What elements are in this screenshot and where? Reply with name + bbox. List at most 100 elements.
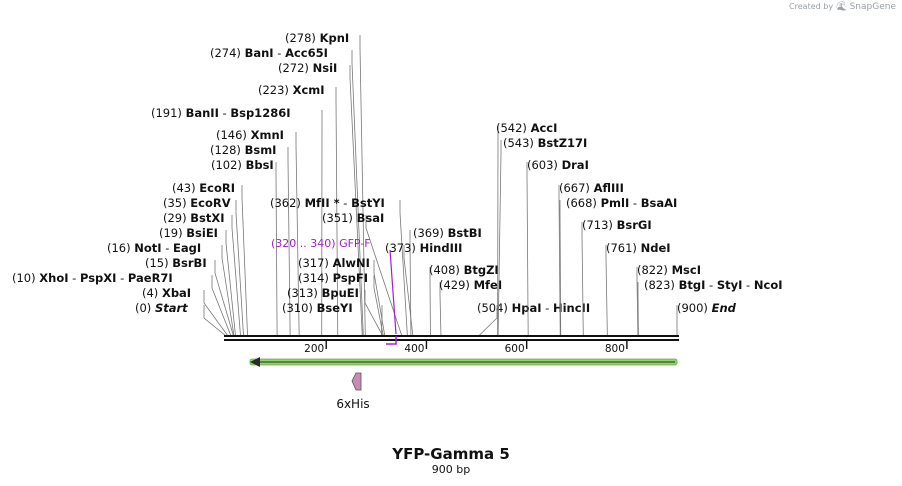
site-name-alt: BstYI [351, 196, 385, 210]
primer-label: (320 .. 340) GFP-F [271, 237, 371, 250]
site-position: (35) [163, 196, 190, 210]
site-name: BsaI [357, 211, 385, 225]
site-label: (223) XcmI [258, 83, 325, 97]
site-position: (313) [287, 286, 322, 300]
site-label: (369) BstBI [413, 226, 482, 240]
site-leader-line [359, 35, 366, 337]
site-position: (373) [385, 241, 420, 255]
site-name: HindIII [420, 241, 463, 255]
ruler-tick-label: 200 [304, 343, 324, 355]
site-label: (19) BsiEI [159, 226, 218, 240]
site-position: (146) [216, 128, 251, 142]
site-position: (16) [107, 241, 134, 255]
site-separator: - [340, 196, 351, 210]
site-name: AlwNI [333, 256, 370, 270]
site-leader-line [559, 200, 562, 337]
site-name: XmnI [251, 128, 284, 142]
site-leader-line [399, 200, 408, 337]
map-title: YFP-Gamma 5 [392, 445, 510, 463]
site-label: (29) BstXI [163, 211, 225, 225]
site-position: (317) [298, 256, 333, 270]
site-separator: - [219, 106, 230, 120]
site-position: (668) [566, 196, 601, 210]
site-leader-line [403, 245, 414, 337]
primer-arrow [386, 336, 397, 345]
site-position: (274) [210, 46, 245, 60]
site-name: MfeI [474, 278, 503, 292]
ruler-tick-label: 400 [404, 343, 424, 355]
credit-brand: SnapGene [849, 2, 896, 12]
site-position: (102) [211, 158, 246, 172]
site-position: (15) [145, 256, 172, 270]
site-position: (542) [496, 121, 531, 135]
site-label: (102) BbsI [211, 158, 274, 172]
site-separator: - [629, 196, 640, 210]
site-position: (369) [413, 226, 448, 240]
site-name: BtgZI [464, 263, 499, 277]
site-name: BsrGI [617, 218, 652, 232]
site-leader-line [351, 50, 364, 337]
site-name: NdeI [641, 241, 671, 255]
site-leader-line [364, 290, 384, 337]
site-label: (351) BsaI [322, 211, 384, 225]
site-leader-line [373, 275, 384, 337]
site-position: (314) [298, 271, 333, 285]
site-name: AccI [531, 121, 558, 135]
site-leader-line [275, 162, 278, 337]
site-position: (504) [477, 301, 512, 315]
map-title-block: YFP-Gamma 5 900 bp [0, 445, 902, 477]
site-position: (223) [258, 83, 293, 97]
site-name-alt: PaeR7I [128, 271, 173, 285]
snapgene-logo-icon: 🌊︎ [835, 2, 848, 12]
site-position: (43) [172, 181, 199, 195]
site-label: (15) BsrBI [145, 256, 207, 270]
site-leader-line [497, 140, 502, 337]
site-label: (310) BseYI [282, 301, 353, 315]
credit-prefix: Created by [789, 2, 834, 11]
site-name: PspFI [333, 271, 368, 285]
site-label: (16) NotI - EagI [107, 241, 201, 255]
site-label: (313) BpuEI [287, 286, 359, 300]
site-name: XhoI [39, 271, 68, 285]
site-separator: - [705, 278, 716, 292]
site-name: BbsI [246, 158, 274, 172]
site-leader-line [211, 275, 232, 337]
site-leader-line [439, 282, 442, 337]
site-name: Start [155, 301, 188, 315]
site-position: (310) [282, 301, 317, 315]
site-leader-line [287, 147, 291, 337]
site-name: BsiEI [186, 226, 218, 240]
site-name: XbaI [162, 286, 191, 300]
site-position: (362) [270, 196, 305, 210]
site-name-alt: Bsp1286I [230, 106, 290, 120]
site-label: (408) BtgZI [429, 263, 499, 277]
orf-arrowhead [250, 357, 260, 367]
site-leader-line [241, 185, 248, 337]
site-separator: - [162, 241, 173, 255]
site-position: (128) [210, 143, 245, 157]
site-leader-line [349, 65, 363, 337]
ruler-tick-label: 600 [505, 343, 525, 355]
ruler-tick-label: 800 [605, 343, 625, 355]
site-name: BstBI [448, 226, 482, 240]
site-name: BsmI [245, 143, 277, 157]
site-label: (429) MfeI [439, 278, 502, 292]
site-label: (823) BtgI - StyI - NcoI [644, 278, 783, 292]
site-name: HpaI [512, 301, 542, 315]
site-separator: - [274, 46, 285, 60]
site-label: (146) XmnI [216, 128, 284, 142]
site-position: (823) [644, 278, 679, 292]
site-label: (274) BanI - Acc65I [210, 46, 328, 60]
site-separator: - [116, 271, 127, 285]
site-label: (667) AflIII [559, 181, 624, 195]
feature-6xhis-shape [351, 372, 362, 391]
site-name: PmlI [601, 196, 630, 210]
site-label: (543) BstZ17I [503, 136, 587, 150]
site-position: (29) [163, 211, 190, 225]
site-label: (278) KpnI [285, 31, 349, 45]
site-name: NotI [134, 241, 161, 255]
site-position: (408) [429, 263, 464, 277]
site-label: (272) NsiI [278, 61, 337, 75]
site-separator: - [542, 301, 553, 315]
site-leader-line [335, 87, 339, 337]
